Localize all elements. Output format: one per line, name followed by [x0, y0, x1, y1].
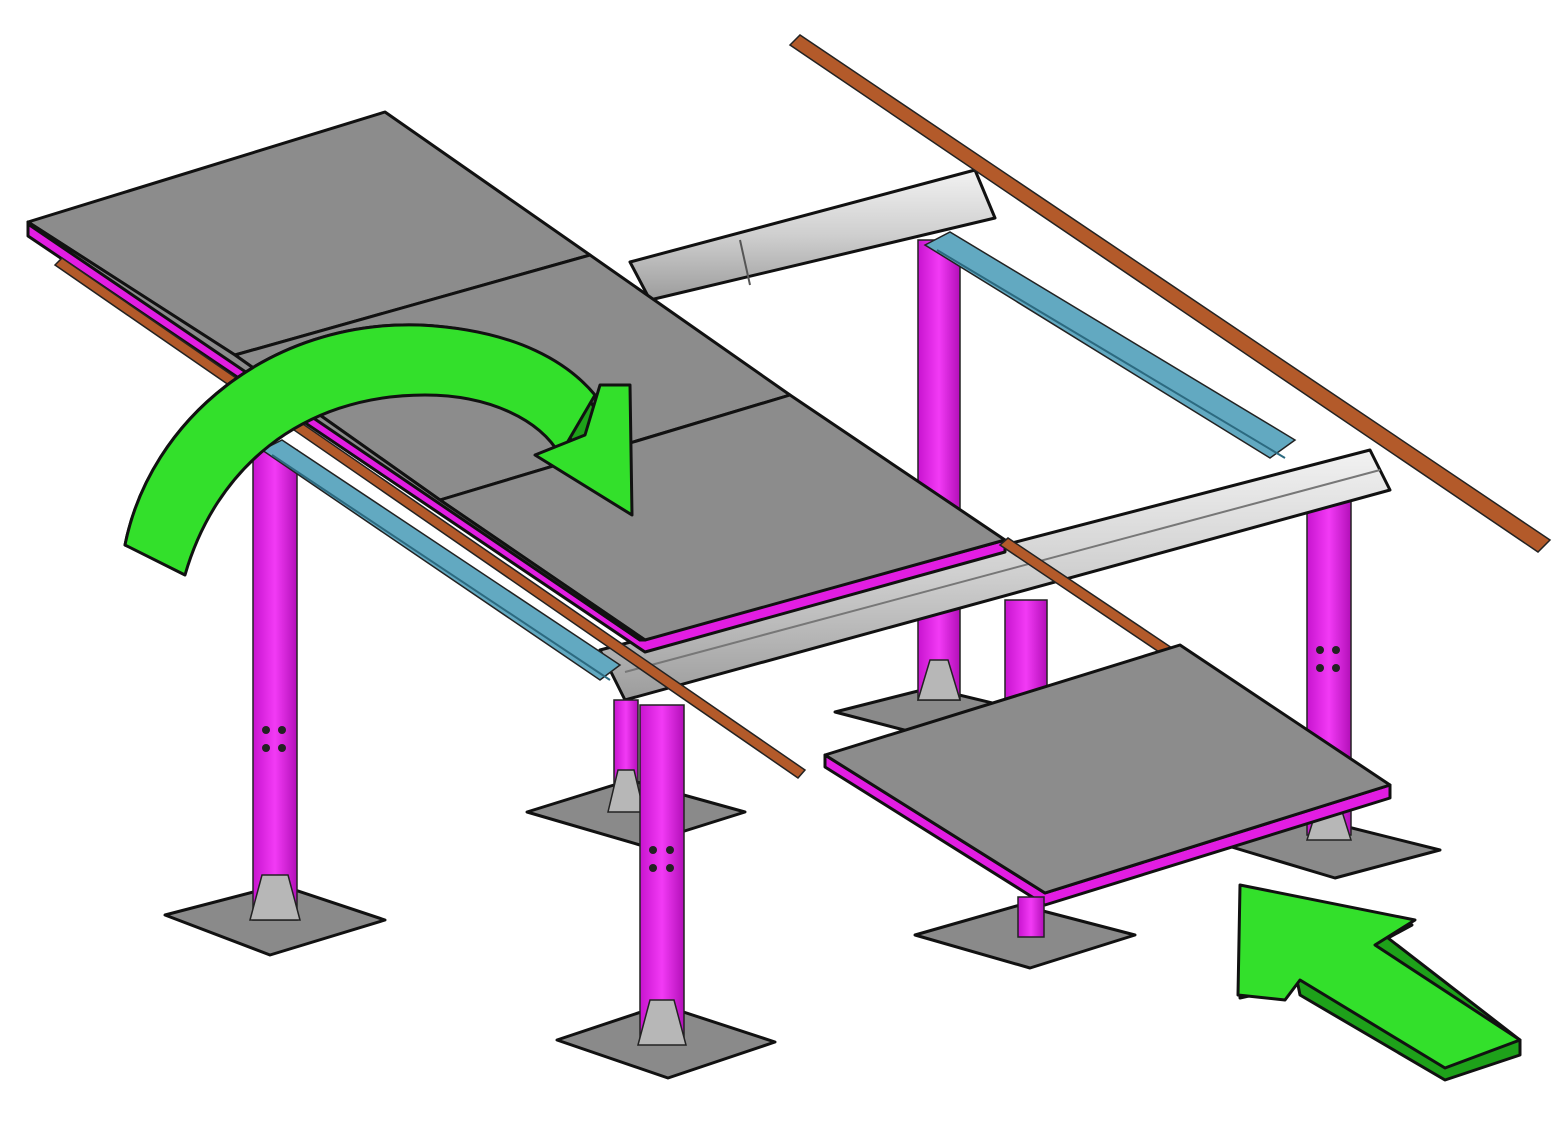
stringer-silver-back	[628, 168, 997, 302]
pedestal-tube	[252, 449, 298, 921]
curved-arrow-head	[533, 383, 634, 517]
front-pedestal-left	[249, 449, 301, 921]
curved-rotate-arrow-icon	[123, 323, 634, 577]
floor-panels-installed	[26, 110, 1007, 654]
middle-pedestal	[1004, 599, 1048, 701]
pedestal-tube	[917, 239, 961, 701]
floor-panel	[823, 643, 1392, 895]
back-pedestal-1	[916, 239, 962, 701]
pedestal-tube	[1017, 896, 1045, 938]
pedestal-foot	[637, 999, 687, 1046]
loose-floor-panel	[823, 643, 1392, 938]
curved-arrow-body	[123, 323, 597, 577]
pedestal-foot	[249, 874, 301, 921]
stringer-blue-left	[260, 439, 622, 681]
stringer-blue-back	[923, 231, 1297, 459]
insert-arrow-icon	[1236, 883, 1522, 1082]
front-pedestal-mid	[607, 699, 645, 813]
pedestal-tube	[1004, 599, 1048, 701]
floor-panel	[26, 220, 647, 642]
pedestal-tube	[639, 704, 685, 1041]
stringer-silver-front	[598, 448, 1392, 702]
pedestal-foot	[916, 659, 962, 701]
insert-arrow-body	[1236, 883, 1522, 1070]
front-pedestal-center	[637, 704, 687, 1046]
rail-back	[788, 34, 1552, 553]
